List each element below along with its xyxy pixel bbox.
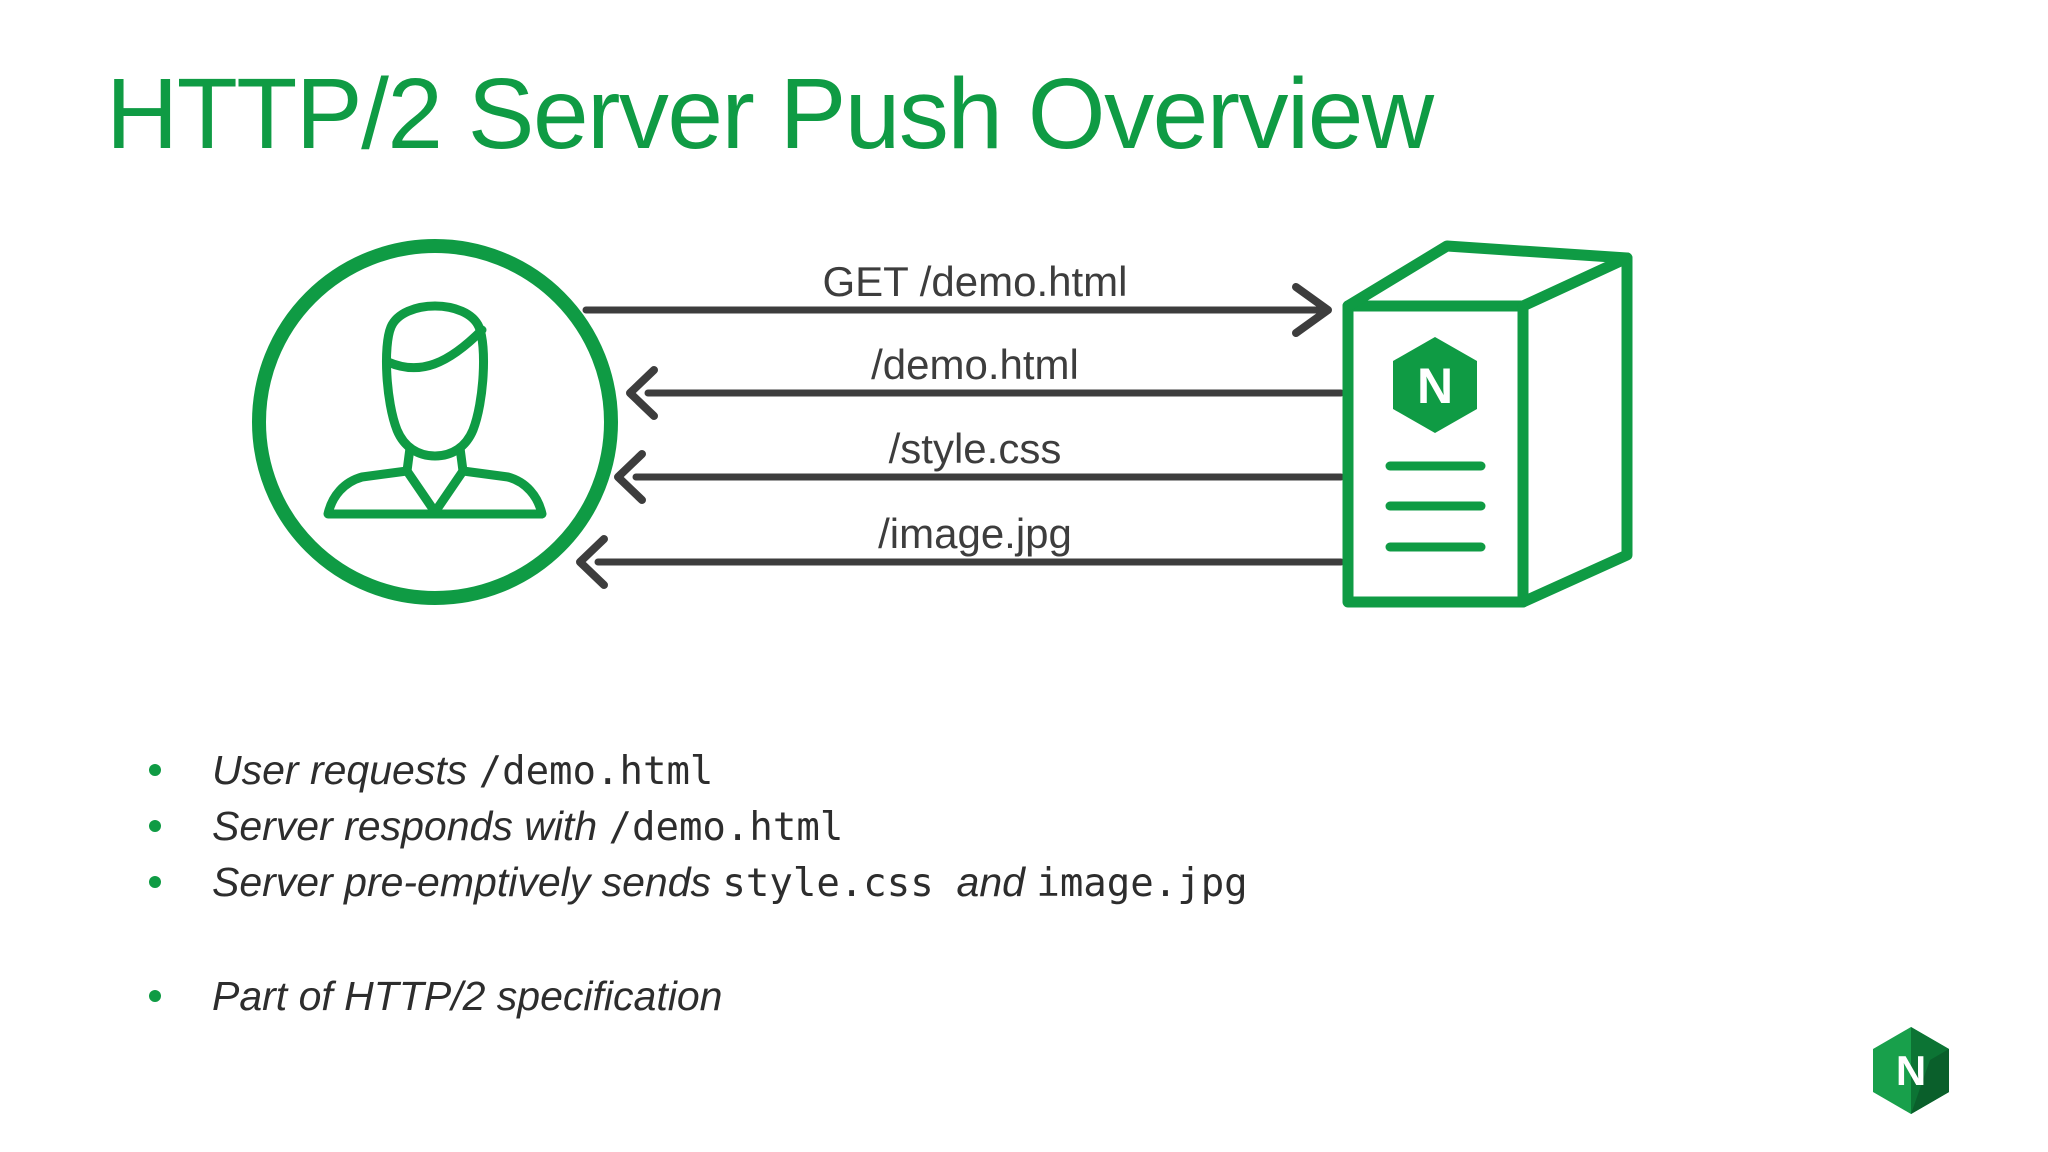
message-label-style: /style.css (889, 425, 1062, 472)
message-label-demo: /demo.html (871, 341, 1079, 388)
push-arrow-style (614, 450, 1345, 504)
bullet-server-push: Server pre-emptively sends style.css and… (149, 855, 1248, 911)
slide-title: HTTP/2 Server Push Overview (106, 58, 1434, 170)
request-arrow-get-demo (582, 283, 1332, 337)
server-side-face (1517, 252, 1633, 608)
user-hair (383, 325, 487, 373)
message-label-get-demo: GET /demo.html (823, 258, 1128, 305)
nginx-logo: N (1873, 1027, 1949, 1114)
bullet-dot-icon (149, 990, 161, 1002)
bullet-code: /demo.html (608, 805, 844, 850)
nginx-n-letter: N (1417, 358, 1453, 414)
nginx-hexagon-badge-icon: N (1393, 337, 1477, 433)
bullet-dot-icon (149, 876, 161, 888)
message-label-image: /image.jpg (878, 510, 1072, 557)
server-top-face (1342, 240, 1633, 312)
bullet-user-requests: User requests /demo.html (149, 743, 1248, 799)
push-arrow-image (576, 535, 1345, 589)
arrow-head-right-icon (1292, 283, 1332, 337)
bullet-list: User requests /demo.html Server responds… (149, 743, 1248, 1023)
nginx-logo-n-letter: N (1896, 1047, 1926, 1094)
user-shoulders (323, 466, 547, 519)
bullet-text: Server responds with (212, 803, 609, 849)
bullet-code: /demo.html (478, 749, 714, 794)
arrow-head-left-icon (614, 450, 646, 504)
nginx-server-box-icon (1342, 240, 1633, 608)
arrow-head-left-icon (626, 366, 658, 420)
bullet-text: Server pre-emptively sends (212, 859, 723, 905)
user-circle (252, 239, 618, 605)
bullet-code: image.jpg (1036, 861, 1248, 906)
bullet-http2-spec: Part of HTTP/2 specification (149, 969, 1248, 1023)
bullet-text: Part of HTTP/2 specification (212, 973, 723, 1019)
bullet-text: and (933, 859, 1037, 905)
user-avatar-icon (252, 239, 618, 605)
response-arrow-demo (626, 366, 1345, 420)
arrow-head-left-icon (576, 535, 608, 589)
bullet-code: style.css (722, 861, 934, 906)
bullet-dot-icon (149, 820, 161, 832)
nginx-logo-hexagon-shade-dark (1911, 1049, 1949, 1114)
user-head (381, 301, 489, 461)
server-front-face (1342, 300, 1529, 608)
bullet-server-responds: Server responds with /demo.html (149, 799, 1248, 855)
bullet-text: User requests (212, 747, 479, 793)
bullet-dot-icon (149, 764, 161, 776)
